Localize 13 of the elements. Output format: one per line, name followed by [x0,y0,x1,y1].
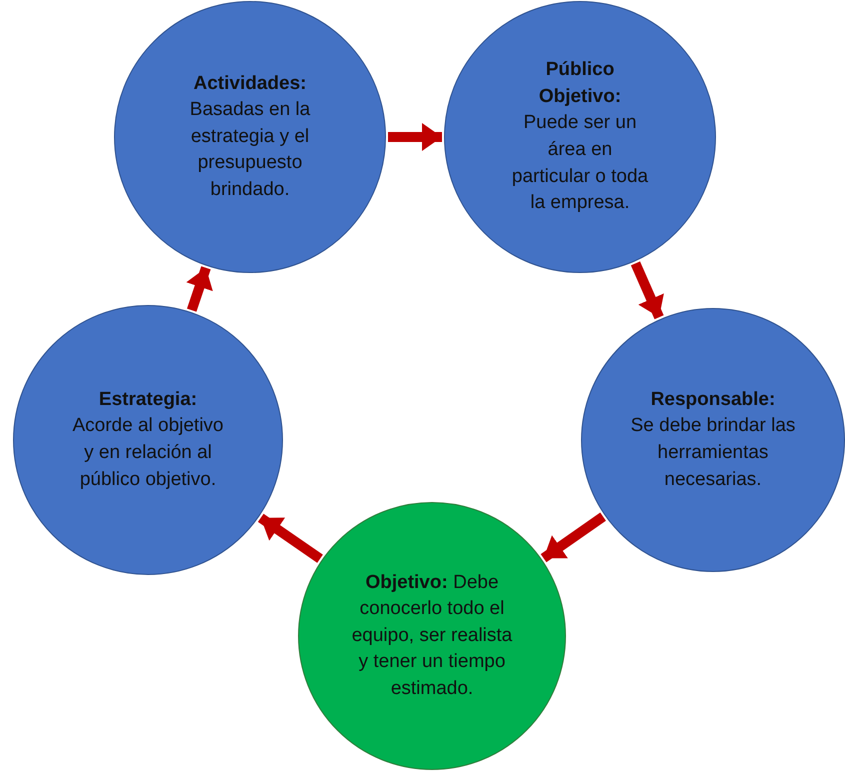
node-heading: Actividades: [194,72,306,96]
arrow [388,123,442,151]
node-heading: Público Objetivo: [538,58,622,109]
arrow [540,512,606,562]
node-text: Puede ser un área en particular o toda la empresa. [510,111,650,216]
node-heading: Responsable: [650,388,776,412]
arrow [630,261,664,320]
node-text: Objetivo: Debe conocerlo todo el equipo, ser realista y tener un tiempo estimado. [350,570,514,701]
arrow [258,514,323,563]
node-text: Basadas en la estrategia y el presupuesto brindado. [188,98,312,202]
node-text: Se debe brindar las herramientas necesarias. [630,414,796,492]
node-heading: Estrategia: [98,388,198,412]
node-text: Acorde al objetivo y en relación al público objetivo. [72,414,224,492]
